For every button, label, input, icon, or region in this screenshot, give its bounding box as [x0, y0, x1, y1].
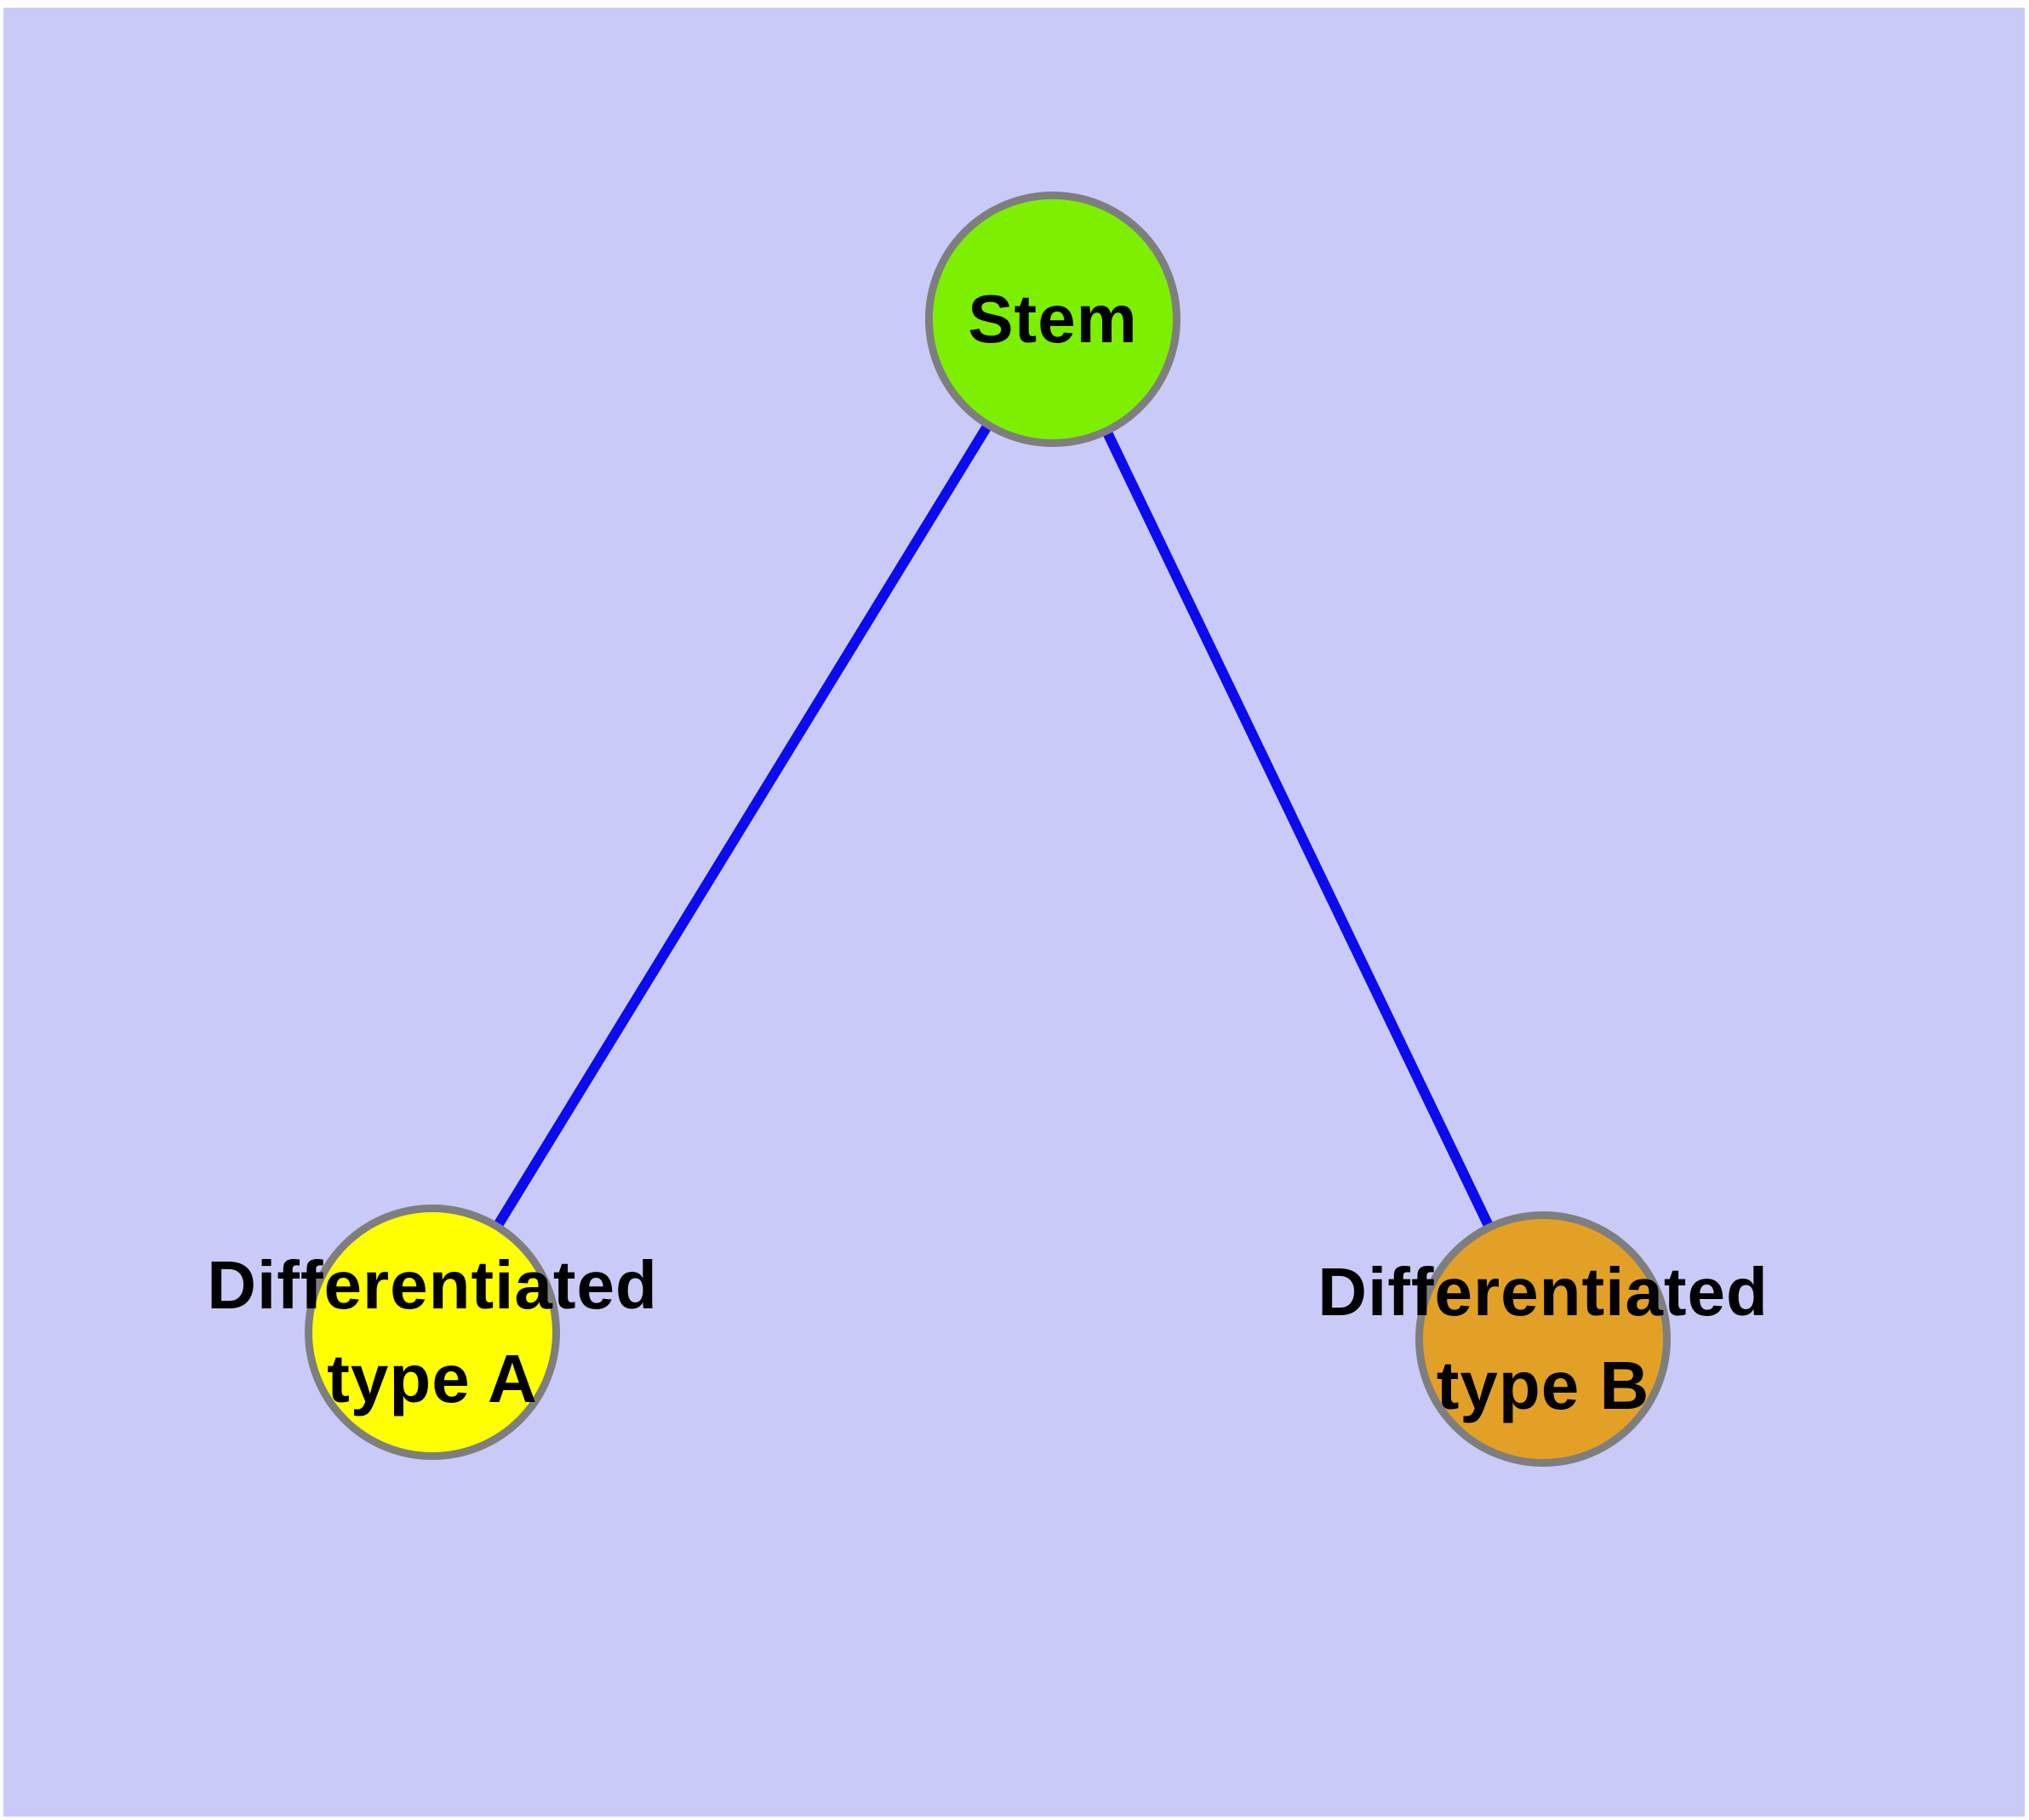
node-stem: [925, 192, 1180, 447]
node-typeB: [1415, 1211, 1671, 1467]
node-typeA: [305, 1205, 560, 1460]
